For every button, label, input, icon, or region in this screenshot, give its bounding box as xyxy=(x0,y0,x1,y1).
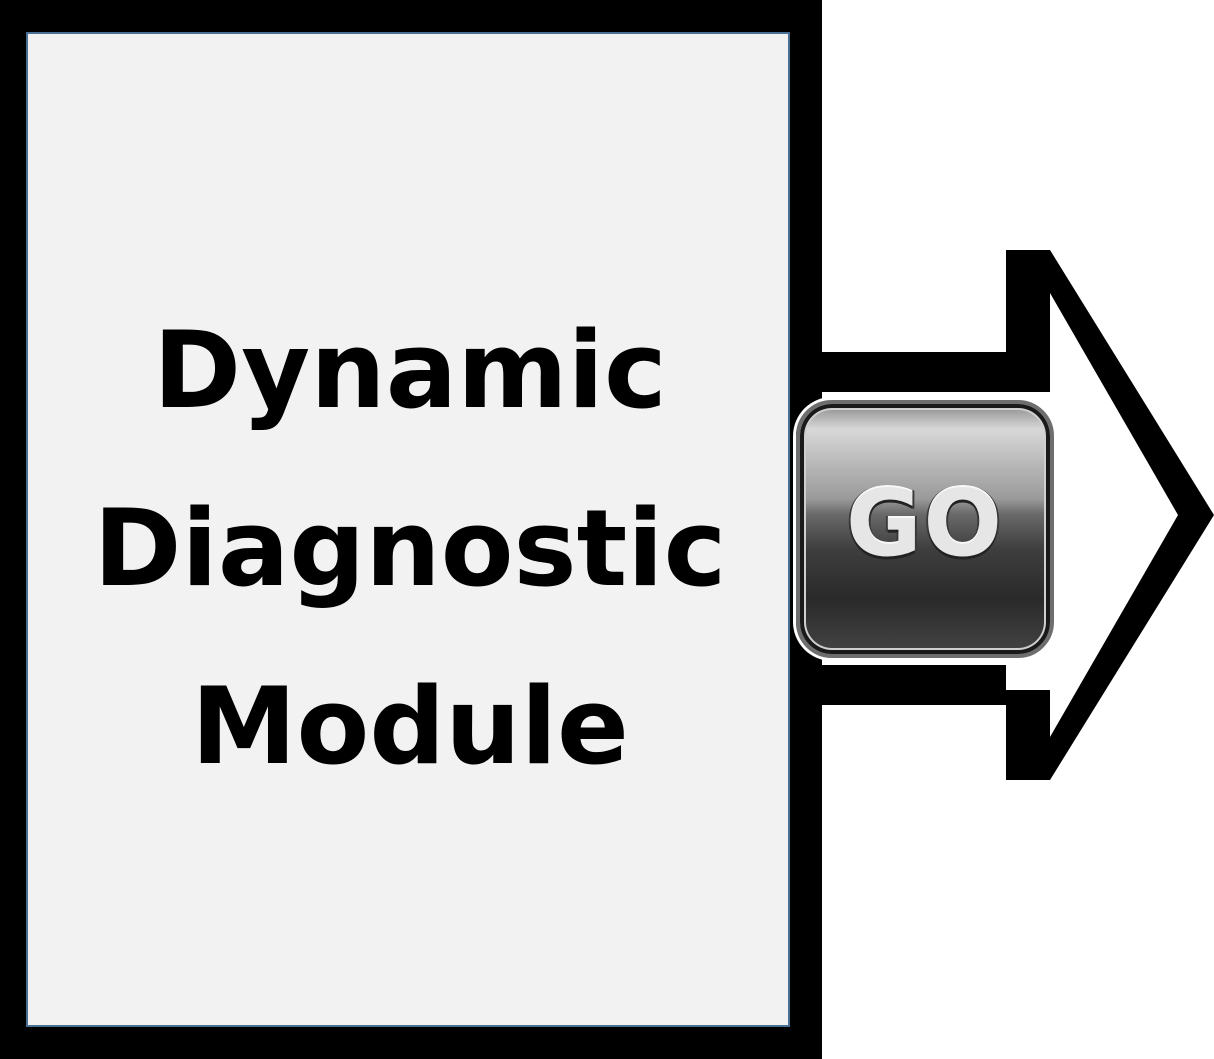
arrow-outline xyxy=(822,250,1214,780)
module-title: Dynamic Diagnostic Module xyxy=(28,282,792,816)
module-panel: Dynamic Diagnostic Module xyxy=(26,32,790,1027)
module-title-line-3: Module xyxy=(191,665,629,788)
module-title-line-1: Dynamic xyxy=(153,309,667,432)
go-button-label: GO xyxy=(844,468,1004,579)
module-title-line-2: Diagnostic xyxy=(93,487,727,610)
module-frame: Dynamic Diagnostic Module xyxy=(0,0,822,1059)
go-button[interactable]: GO xyxy=(796,400,1054,658)
